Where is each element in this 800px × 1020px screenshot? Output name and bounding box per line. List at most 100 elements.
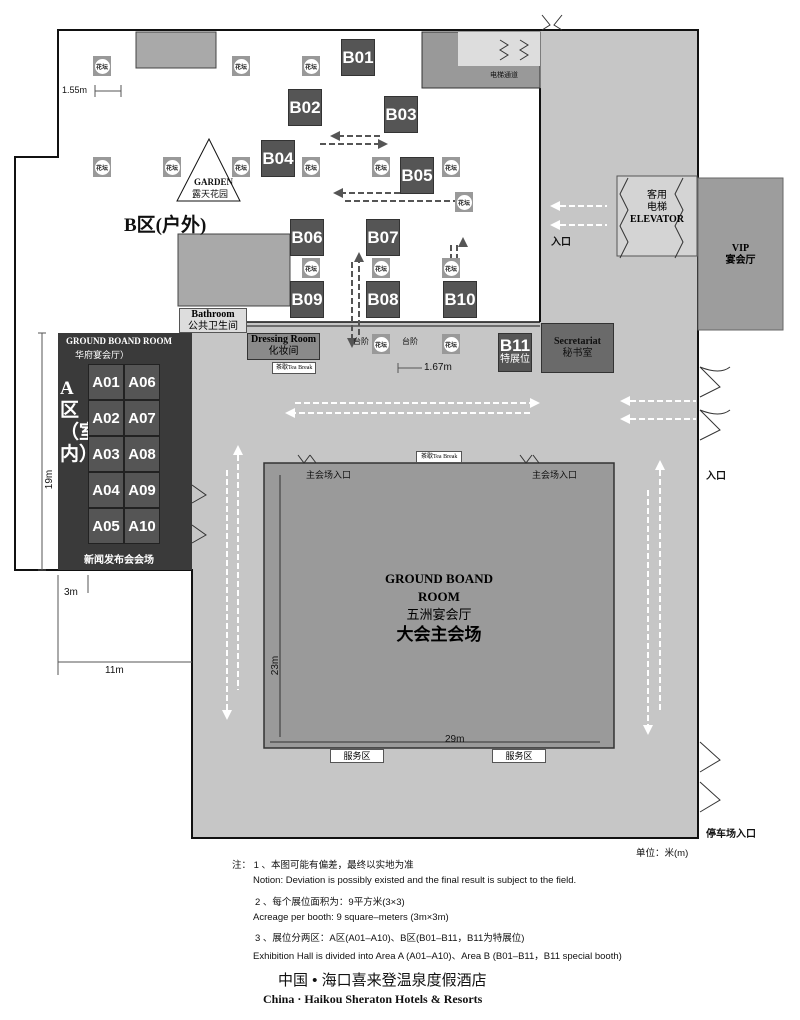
booth-b03[interactable]: B03 [384,96,418,133]
hotel-name-en: China · Haikou Sheraton Hotels & Resorts [263,992,483,1006]
booth-b08[interactable]: B08 [366,281,400,318]
booth-b07[interactable]: B07 [366,219,400,256]
main-hall-label-en: GROUND BOAND [385,571,493,586]
tea-break-sign: 茶歇Tea Break [416,451,463,463]
main-hall-label-en: ROOM [418,589,460,604]
flower-pot: 花坛 [232,56,250,76]
elevator-label-cn: 客用 [647,190,667,201]
entrance-label: 入口 [551,237,571,248]
flower-pot: 花坛 [372,258,390,278]
bathroom-label-cn: 公共卫生间 [188,321,238,332]
dimension-29m: 29m [445,734,465,745]
booth-b09[interactable]: B09 [290,281,324,318]
booth-a10[interactable]: A10 [124,508,160,544]
elevator-label-en: ELEVATOR [630,214,684,225]
flower-pot: 花坛 [442,258,460,278]
flower-pot: 花坛 [442,334,460,354]
vip-label-cn: 宴会厅 [725,255,756,266]
dimension-1-55m: 1.55m [62,85,88,95]
area-a-room-en: GROUND BOAND ROOM [66,336,172,346]
flower-pot: 花坛 [163,157,181,177]
flower-pot-label: 花坛 [373,159,389,175]
flower-pot: 花坛 [302,56,320,76]
flower-pot: 花坛 [442,157,460,177]
flower-pot: 花坛 [93,56,111,76]
vip-label-en: VIP [731,243,750,254]
booth-a02[interactable]: A02 [88,400,124,436]
area-a-label: A区（室内） [60,378,99,465]
elevator-label-cn: 电梯 [647,202,667,213]
garden-label-cn: 露天花园 [192,189,229,199]
entrance-label: 入口 [706,471,726,482]
booth-a03[interactable]: A03 [88,436,124,472]
b11-sub-label: 特展位 [500,353,530,365]
area-a-room-cn: 华府宴会厅） [75,350,130,360]
main-hall-entrance-label: 主会场入口 [532,470,578,480]
booth-b10[interactable]: B10 [443,281,477,318]
booth-a01[interactable]: A01 [88,364,124,400]
booth-b02[interactable]: B02 [288,89,322,126]
parking-entrance-label: 停车场入口 [706,829,756,840]
unit-label: 单位：米(m) [636,848,689,859]
service-area: 服务区 [330,749,384,763]
flower-pot: 花坛 [232,157,250,177]
note-3-en: Exhibition Hall is divided into Area A (… [253,951,622,962]
note-2-cn: 2 、每个展位面积为：9平方米(3×3) [255,897,405,908]
flower-pot-label: 花坛 [443,260,459,276]
dressing-room-label-en: Dressing Room [250,334,317,345]
flower-pot: 花坛 [372,334,390,354]
booth-b04[interactable]: B04 [261,140,295,177]
flower-pot-label: 花坛 [443,159,459,175]
dimension-3m: 3m [64,587,78,598]
booth-a08[interactable]: A08 [124,436,160,472]
secretariat-label-en: Secretariat [553,336,601,347]
dimension-19m: 19m [44,469,56,490]
flower-pot: 花坛 [302,157,320,177]
main-hall-entrance-label: 主会场入口 [306,470,352,480]
elevator-passage-label: 电梯通道 [490,71,518,79]
note-1-en: Notion: Deviation is possibly existed an… [253,875,577,886]
note-2-en: Acreage per booth: 9 square–meters (3m×3… [253,912,449,923]
press-conference-label: 新闻发布会会场 [84,555,154,566]
flower-pot: 花坛 [455,192,473,212]
dimension-11m: 11m [105,665,124,676]
flower-pot-label: 花坛 [456,194,472,210]
booth-a06[interactable]: A06 [124,364,160,400]
booth-b01[interactable]: B01 [341,39,375,76]
flower-pot-label: 花坛 [303,58,319,74]
booth-a04[interactable]: A04 [88,472,124,508]
service-area: 服务区 [492,749,546,763]
tea-break-sign: 茶歇Tea Break [272,362,317,374]
b11-label: B11 [499,335,531,355]
flower-pot-label: 花坛 [164,159,180,175]
flower-pot-label: 花坛 [233,58,249,74]
dimension-1-67m: 1.67m [424,362,452,373]
dressing-room-label-cn: 化妆间 [268,346,299,357]
flower-pot-label: 花坛 [303,159,319,175]
hotel-name-cn: 中国 • 海口喜来登温泉度假酒店 [278,972,487,989]
note-3-cn: 3 、展位分两区：A区(A01–A10)、B区(B01–B11，B11为特展位) [255,933,525,944]
booth-b05[interactable]: B05 [400,157,434,194]
main-hall-label-cn: 五洲宴会厅 [406,607,472,622]
flower-pot-label: 花坛 [443,336,459,352]
note-1-cn: 注： 1 、本图可能有偏差，最终以实地为准 [232,860,414,871]
main-hall: GROUND BOAND ROOM 五洲宴会厅 大会主会场 [264,570,614,646]
secretariat-label-cn: 秘书室 [562,348,593,359]
flower-pot-label: 花坛 [233,159,249,175]
flower-pot-label: 花坛 [94,58,110,74]
booth-a07[interactable]: A07 [124,400,160,436]
dimension-23m: 23m [270,655,282,676]
booth-a05[interactable]: A05 [88,508,124,544]
booth-b06[interactable]: B06 [290,219,324,256]
flower-pot: 花坛 [302,258,320,278]
flower-pot: 花坛 [93,157,111,177]
booth-a09[interactable]: A09 [124,472,160,508]
steps-label: 台阶 [402,337,418,346]
garden-label-en: GARDEN [194,177,234,187]
